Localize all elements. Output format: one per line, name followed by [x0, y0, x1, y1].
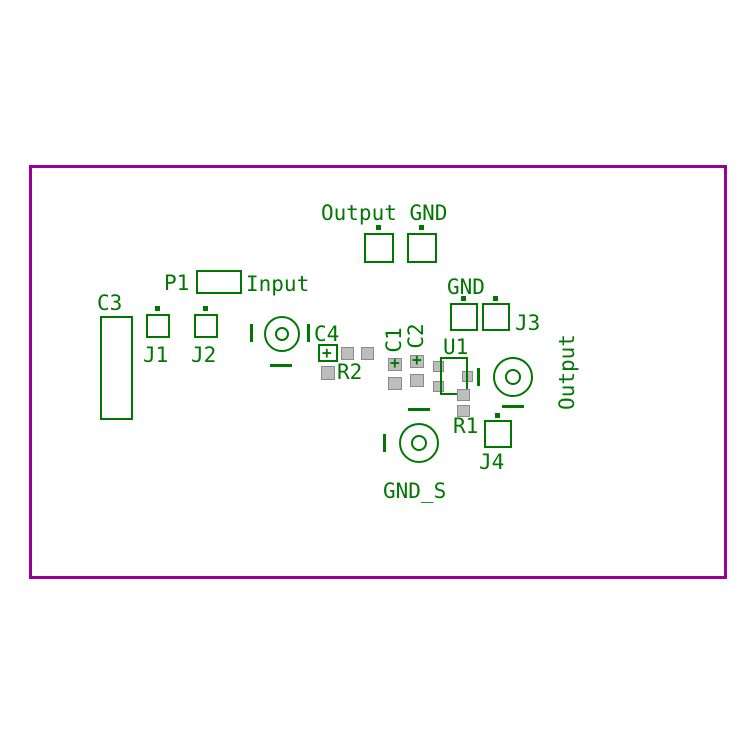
gnds-connector-center-pin — [411, 435, 427, 451]
label-gnd: GND — [447, 275, 485, 299]
label-output-gnd: Output GND — [321, 201, 448, 225]
label-j4: J4 — [479, 450, 505, 474]
label-j3: J3 — [515, 311, 541, 335]
output-connector-leg-left — [477, 368, 480, 386]
c2-pad-bottom[interactable] — [410, 374, 424, 387]
gnd-pad-left[interactable] — [450, 303, 478, 331]
input-connector-center-pin — [275, 327, 289, 341]
label-gnd-s: GND_S — [383, 479, 447, 503]
jumper-j4-pad[interactable] — [484, 420, 512, 448]
jumper-j2-pad[interactable] — [194, 314, 218, 338]
output-connector-outer-ring[interactable] — [493, 357, 533, 397]
u1-pad-left-top[interactable] — [433, 361, 444, 372]
input-connector-outer-ring[interactable] — [264, 316, 300, 352]
c2-pad-top[interactable] — [410, 355, 424, 368]
r1-pad-top[interactable] — [457, 389, 470, 401]
label-j1: J1 — [143, 343, 169, 367]
input-connector-leg-right — [307, 324, 310, 342]
c4-polarity-mark: + — [322, 343, 332, 362]
c1-pad-bottom[interactable] — [388, 377, 402, 390]
gnds-connector-leg-left — [383, 434, 386, 452]
pin1-dot-j2 — [203, 306, 208, 311]
testpoint-output-pad[interactable] — [364, 233, 394, 263]
gnds-connector-leg-top — [408, 408, 430, 411]
connector-p1-outline[interactable] — [196, 270, 242, 294]
c1-pad-top[interactable] — [388, 358, 402, 371]
output-connector-leg-bottom — [502, 405, 524, 408]
ic-u1-outline[interactable] — [440, 357, 468, 395]
r1-pad-bottom[interactable] — [457, 405, 470, 417]
c2-polarity-mark: + — [412, 350, 422, 369]
testpoint-gnd-pad[interactable] — [407, 233, 437, 263]
pin1-dot-j1 — [155, 306, 160, 311]
pin1-dot-gnd-left — [461, 296, 466, 301]
c4-pad[interactable] — [321, 366, 335, 380]
label-c1: C1 — [382, 327, 406, 353]
pin1-dot-gnd-right — [493, 296, 498, 301]
label-c3: C3 — [97, 291, 123, 315]
label-u1: U1 — [443, 335, 469, 359]
jumper-j1-pad[interactable] — [146, 314, 170, 338]
label-r2: R2 — [337, 360, 363, 384]
input-connector-leg-left — [250, 324, 253, 342]
label-j2: J2 — [191, 343, 217, 367]
label-c2: C2 — [404, 323, 428, 349]
capacitor-c4-outline[interactable] — [318, 344, 338, 362]
input-connector-leg-bottom — [270, 364, 292, 367]
capacitor-c3-outline[interactable] — [100, 316, 133, 420]
gnd-pad-right[interactable] — [482, 303, 510, 331]
label-output: Output — [555, 334, 579, 410]
r2-pad-left[interactable] — [341, 347, 354, 360]
r2-pad-right[interactable] — [361, 347, 374, 360]
c1-polarity-mark: + — [390, 353, 400, 372]
u1-pad-left-bottom[interactable] — [433, 381, 444, 392]
gnds-connector-outer-ring[interactable] — [399, 423, 439, 463]
board-outline — [29, 165, 727, 579]
label-input: Input — [246, 272, 310, 296]
pin1-dot-output-tp — [376, 225, 381, 230]
label-c4: C4 — [314, 322, 340, 346]
label-p1: P1 — [164, 271, 190, 295]
pin1-dot-gnd-tp — [419, 225, 424, 230]
output-connector-center-pin — [505, 369, 521, 385]
pin1-dot-j4 — [495, 413, 500, 418]
label-r1: R1 — [453, 414, 479, 438]
